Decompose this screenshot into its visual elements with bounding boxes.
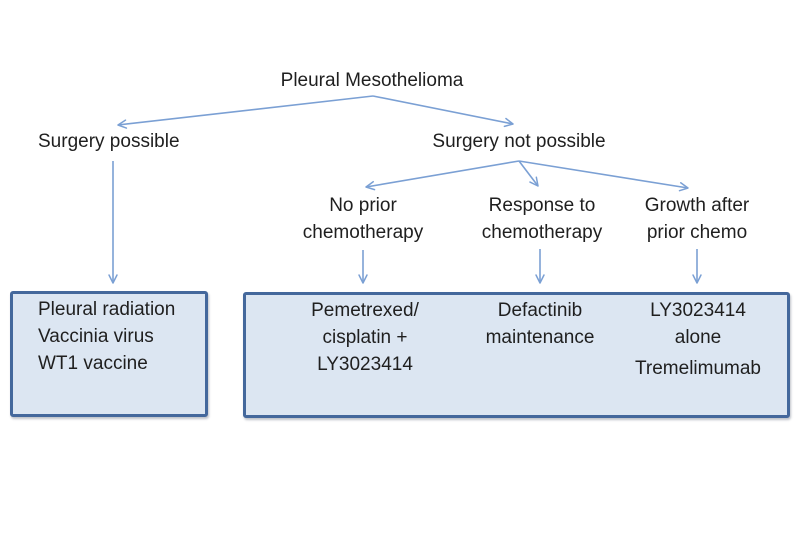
treatment-line: Pleural radiation	[38, 299, 176, 320]
branch-surgery-possible-label: Surgery possible	[38, 131, 180, 152]
surgery-possible-treatments-box: Pleural radiation Vaccinia virus WT1 vac…	[10, 291, 208, 417]
branch-growth-after-chemo-line2: prior chemo	[646, 222, 748, 243]
treatment-line: Pemetrexed/	[311, 300, 419, 321]
treatment-line: LY3023414	[650, 300, 746, 321]
branch-surgery-not-possible-label: Surgery not possible	[432, 131, 606, 152]
treatment-column-no-prior-chemo: Pemetrexed/ cisplatin + LY3023414	[265, 297, 465, 378]
treatment-line: Tremelimumab	[635, 358, 761, 379]
surgery-not-possible-treatments-box: Pemetrexed/ cisplatin + LY3023414 Defact…	[243, 292, 790, 418]
arrow-to-no-prior-chemo	[365, 160, 520, 191]
treatment-line: maintenance	[485, 327, 595, 348]
branch-growth-after-chemo-label: Growth after prior chemo	[617, 192, 777, 246]
treatment-line: Defactinib	[497, 300, 583, 321]
branch-growth-after-chemo-line1: Growth after	[644, 195, 750, 216]
arrow-to-growth-after-chemo	[518, 160, 689, 192]
treatment-line: cisplatin +	[322, 327, 408, 348]
arrow-root-to-surgery-not-possible	[372, 95, 514, 128]
branch-response-to-chemo-line1: Response to	[488, 195, 596, 216]
treatment-line: alone	[674, 327, 722, 348]
root-node-label: Pleural Mesothelioma	[280, 70, 464, 91]
branch-no-prior-chemo-label: No prior chemotherapy	[283, 192, 443, 246]
treatment-column-response-to-chemo: Defactinib maintenance	[440, 297, 640, 351]
treatment-line: LY3023414	[317, 354, 413, 375]
arrow-root-to-surgery-possible	[117, 95, 374, 129]
branch-response-to-chemo-label: Response to chemotherapy	[462, 192, 622, 246]
treatment-line: Vaccinia virus	[38, 326, 154, 347]
branch-response-to-chemo-line2: chemotherapy	[481, 222, 603, 243]
treatment-line: WT1 vaccine	[38, 353, 148, 374]
treatment-column-growth-after-chemo: LY3023414 alone Tremelimumab	[598, 297, 798, 382]
branch-no-prior-chemo-line2: chemotherapy	[302, 222, 424, 243]
arrow-to-response-to-chemo	[518, 160, 539, 187]
branch-no-prior-chemo-line1: No prior	[329, 195, 397, 216]
